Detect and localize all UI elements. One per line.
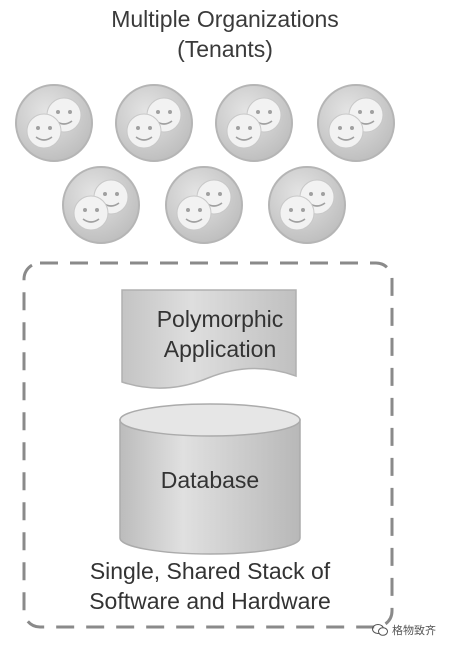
tenant-icon: [215, 84, 293, 162]
tenant-icon: [62, 166, 140, 244]
shared-stack-boundary: [22, 261, 394, 629]
tenant-icon: [115, 84, 193, 162]
tenant-icon: [317, 84, 395, 162]
watermark-text: 格物致齐: [392, 625, 436, 637]
stack-label-line1: Single, Shared Stack of: [89, 558, 331, 584]
watermark: 格物致齐: [372, 622, 436, 638]
application-document-shape: [121, 289, 297, 389]
tenant-icon: [268, 166, 346, 244]
database-label: Database: [160, 467, 260, 493]
diagram-title: Multiple Organizations: [111, 6, 339, 32]
diagram-subtitle: (Tenants): [177, 36, 273, 62]
stack-label-line2: Software and Hardware: [89, 588, 331, 614]
application-label-line1: Polymorphic: [156, 306, 284, 332]
database-cylinder: [119, 403, 301, 555]
application-label-line2: Application: [163, 336, 277, 362]
tenant-icon: [165, 166, 243, 244]
tenant-icon: [15, 84, 93, 162]
wechat-icon: [372, 624, 388, 636]
